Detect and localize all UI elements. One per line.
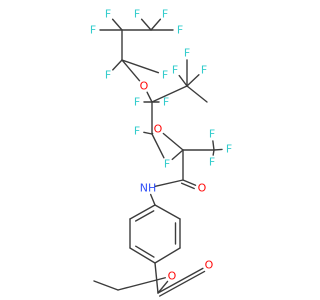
atom-label: F — [164, 158, 170, 171]
bond-r6-r1 — [129, 204, 156, 220]
bond-c4-c6 — [186, 85, 208, 103]
atom-f1: F — [105, 8, 111, 21]
atom-label: F — [226, 143, 232, 156]
atom-f13: F — [134, 125, 140, 138]
bond-c11-o4 — [157, 267, 204, 294]
bond-r4-r5-inner — [135, 245, 155, 258]
atom-o3: O — [198, 182, 207, 195]
bond-c7-f17 — [151, 133, 165, 159]
atom-label: F — [105, 69, 111, 82]
atom-o1: O — [140, 80, 149, 93]
atom-f5: F — [177, 24, 183, 37]
atom-f17: F — [164, 158, 170, 171]
atom-label: O — [140, 80, 149, 93]
bond-r1-r2 — [154, 204, 181, 220]
atom-f11: F — [134, 96, 140, 109]
atom-label: F — [90, 24, 96, 37]
atom-o2: O — [154, 123, 163, 136]
bond-c10-nh — [154, 179, 184, 188]
atom-label: O — [205, 259, 214, 272]
atom-label: NH — [140, 182, 157, 195]
atom-f3: F — [162, 8, 168, 21]
bond-c3-f7 — [121, 59, 160, 74]
atom-f2: F — [134, 8, 140, 21]
bond-c8-f17 — [171, 149, 184, 161]
atom-nh: NH — [140, 182, 157, 195]
bond-o5-c12 — [117, 277, 166, 291]
bond-c9-f15 — [213, 148, 223, 151]
bond-c2-f2 — [140, 18, 152, 31]
atom-label: O — [198, 182, 207, 195]
atom-label: F — [105, 8, 111, 21]
atom-label: F — [209, 156, 215, 169]
bond-c9-f16 — [212, 149, 215, 156]
bond-o2-c8 — [162, 132, 184, 151]
bond-c4-f10 — [186, 74, 200, 87]
bond-c5-c4 — [151, 85, 188, 103]
bond-c7-f13 — [143, 131, 153, 135]
bond-r4-r5 — [129, 247, 156, 264]
atom-f7: F — [162, 69, 168, 82]
atom-label: F — [134, 125, 140, 138]
bond-o1-c5 — [146, 91, 153, 103]
atom-f4: F — [90, 24, 96, 37]
atom-f15: F — [226, 143, 232, 156]
atom-f8: F — [172, 64, 178, 77]
bond-r4-c11 — [154, 262, 159, 294]
bond-r6-r1-inner — [134, 210, 155, 222]
bond-c7-o2 — [151, 132, 154, 135]
atom-label: F — [163, 96, 169, 109]
atom-label: F — [184, 47, 190, 60]
atom-label: F — [134, 8, 140, 21]
atom-label: F — [162, 8, 168, 21]
atom-o4: O — [205, 259, 214, 272]
atom-f6: F — [105, 69, 111, 82]
atom-label: F — [209, 128, 215, 141]
bond-nh-r1 — [149, 193, 156, 206]
atom-o5: O — [168, 270, 177, 283]
atom-label: F — [201, 64, 207, 77]
bond-c11-o5 — [157, 280, 169, 294]
atom-f12: F — [163, 96, 169, 109]
bond-c3-o1 — [121, 59, 141, 82]
bond-r3-r4 — [154, 247, 181, 264]
atom-f14: F — [209, 128, 215, 141]
atom-f16: F — [209, 156, 215, 169]
bond-c2-f3 — [150, 18, 162, 31]
bond-c4-f8 — [178, 74, 188, 87]
atom-label: O — [168, 270, 177, 283]
bond-c9-f14 — [212, 140, 215, 151]
bond-c1-f1 — [111, 18, 123, 31]
atom-f10: F — [201, 64, 207, 77]
bond-c11-o4-second — [158, 270, 206, 297]
atom-label: F — [177, 24, 183, 37]
atom-label: O — [154, 123, 163, 136]
atom-f9: F — [184, 47, 190, 60]
atom-label: F — [162, 69, 168, 82]
bond-c10-o3 — [182, 179, 197, 186]
bond-c12-c13 — [93, 280, 119, 291]
atom-label: F — [134, 96, 140, 109]
atom-label: F — [172, 64, 178, 77]
bond-c10-o3-second — [180, 182, 195, 190]
bond-c3-f6 — [112, 59, 123, 71]
